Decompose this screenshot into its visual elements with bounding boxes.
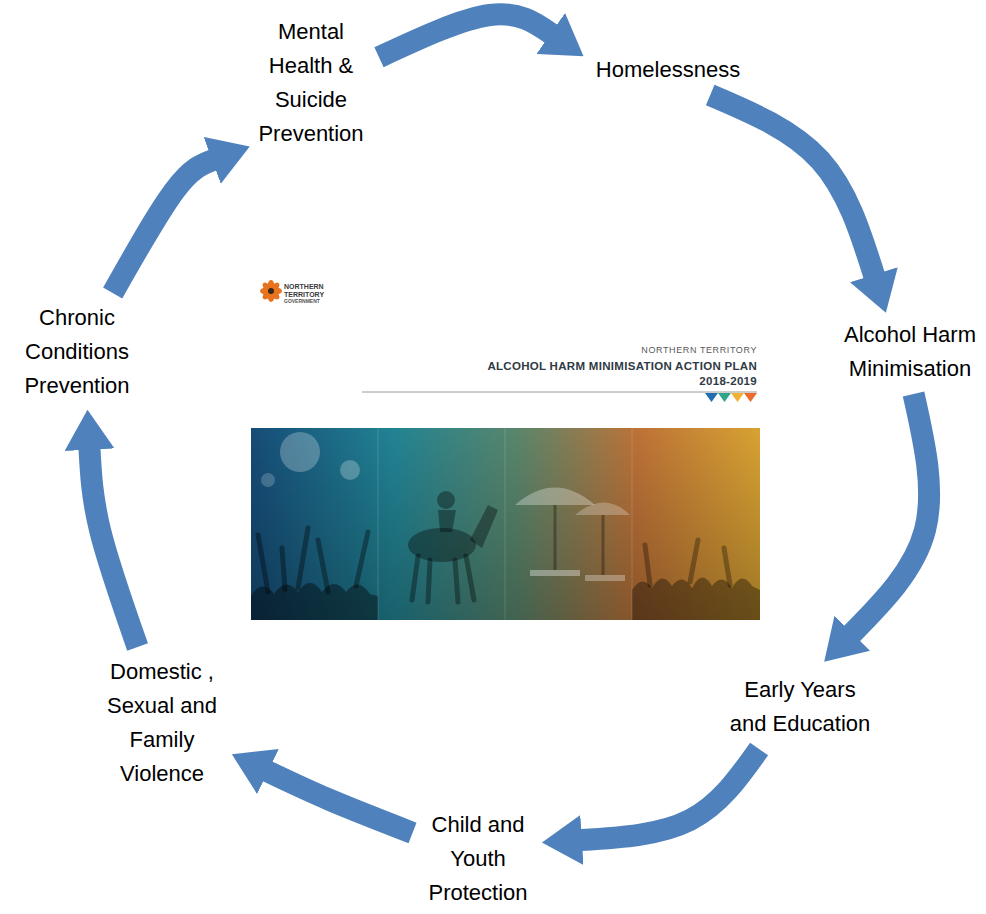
colour-triangle bbox=[705, 393, 718, 402]
topic-text: Child and Youth Protection bbox=[421, 808, 536, 910]
cycle-arrow bbox=[113, 160, 213, 293]
photo-strip bbox=[251, 428, 760, 620]
topic-node: Domestic , Sexual and Family Violence bbox=[100, 655, 225, 791]
raised-arms bbox=[645, 540, 730, 585]
colour-triangle bbox=[744, 393, 757, 402]
cycle-arrow bbox=[852, 394, 930, 634]
cycle-arrow bbox=[581, 749, 759, 840]
topic-node: Child and Youth Protection bbox=[421, 808, 536, 910]
horse-neck bbox=[470, 505, 498, 548]
topic-node: Homelessness bbox=[596, 53, 740, 87]
photo-shade bbox=[251, 428, 760, 620]
topic-text: Early Years and Education bbox=[725, 673, 875, 741]
cycle-arrow bbox=[89, 449, 137, 647]
topic-text: Mental Health & Suicide Prevention bbox=[251, 15, 371, 151]
logo-centre bbox=[268, 288, 274, 294]
cycle-arrow bbox=[710, 95, 874, 276]
cover-text: 2018-2019 bbox=[557, 374, 757, 388]
rider-body bbox=[438, 510, 456, 532]
title-rule bbox=[362, 392, 757, 393]
segment-divider bbox=[378, 428, 379, 620]
segment-divider bbox=[505, 428, 506, 620]
cafe-umbrella bbox=[575, 503, 630, 516]
cycle-arrow bbox=[267, 771, 412, 833]
stage-light bbox=[280, 432, 320, 472]
cover-text: NORTHERN TERRITORY bbox=[284, 283, 324, 298]
topic-node: Early Years and Education bbox=[725, 673, 875, 741]
logo-flower bbox=[260, 280, 282, 302]
topic-node: Mental Health & Suicide Prevention bbox=[251, 15, 371, 151]
colour-triangle bbox=[718, 393, 731, 402]
cover-text: ALCOHOL HARM MINIMISATION ACTION PLAN bbox=[307, 359, 757, 373]
stage-light bbox=[340, 460, 360, 480]
horse-legs bbox=[412, 556, 474, 602]
crowd-silhouette bbox=[251, 583, 378, 620]
cafe-umbrella bbox=[515, 488, 595, 506]
cafe-table bbox=[530, 570, 580, 576]
segment-divider bbox=[632, 428, 633, 620]
raised-arms bbox=[258, 528, 368, 592]
colour-triangle bbox=[731, 393, 744, 402]
cover-text: GOVERNMENT bbox=[284, 298, 344, 304]
rider-head bbox=[437, 491, 455, 509]
umbrella-pole bbox=[555, 505, 603, 575]
topic-text: Homelessness bbox=[596, 53, 740, 87]
cover-text: NORTHERN TERRITORY bbox=[357, 345, 757, 356]
cafe-table bbox=[585, 575, 625, 581]
topic-text: Alcohol Harm Minimisation bbox=[840, 318, 980, 386]
topic-text: Chronic Conditions Prevention bbox=[20, 301, 135, 403]
stage-light bbox=[261, 473, 275, 487]
topic-text: Domestic , Sexual and Family Violence bbox=[100, 655, 225, 791]
topic-node: Alcohol Harm Minimisation bbox=[840, 318, 980, 386]
cycle-arrow bbox=[379, 14, 552, 57]
topic-node: Chronic Conditions Prevention bbox=[20, 301, 135, 403]
